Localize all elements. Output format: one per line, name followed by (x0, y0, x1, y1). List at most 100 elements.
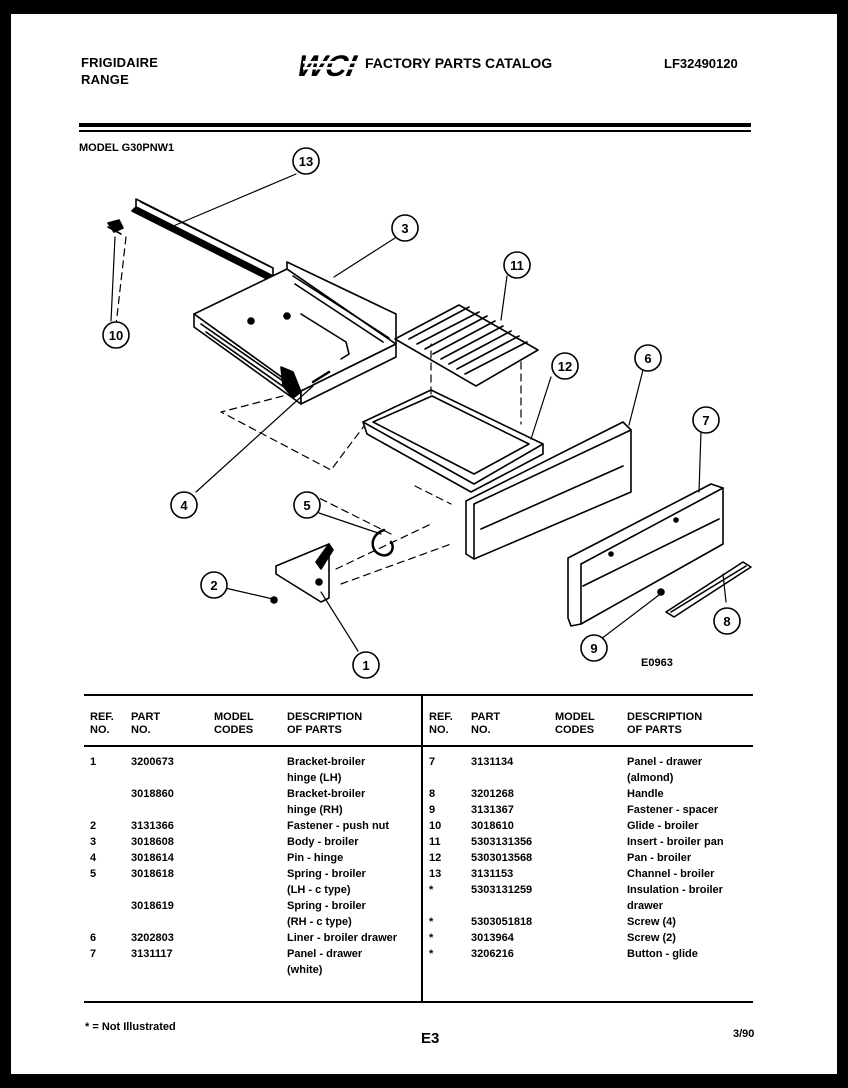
footnote: * = Not Illustrated (85, 1021, 176, 1033)
model-codes (555, 866, 627, 882)
model-codes (555, 802, 627, 818)
svg-text:4: 4 (180, 498, 188, 513)
part-no (131, 962, 214, 978)
description: Bracket-broiler (287, 788, 366, 800)
document-number: LF32490120 (664, 56, 738, 71)
ref-no: * (429, 932, 434, 944)
svg-text:11: 11 (510, 258, 524, 273)
ref-no: 9 (429, 804, 436, 816)
model-codes (214, 786, 287, 802)
description: (RH - c type) (287, 916, 352, 928)
part-no: 3018860 (131, 788, 174, 800)
diagram-code: E0963 (641, 657, 673, 669)
table-row: drawer (429, 898, 757, 914)
table-row: (white) (90, 962, 417, 978)
model-codes (555, 850, 627, 866)
callout-4: 4 (170, 491, 198, 519)
table-row: hinge (LH) (90, 770, 417, 786)
ref-no: 13 (429, 868, 442, 880)
table-row: (RH - c type) (90, 914, 417, 930)
table-row: 3018619 Spring - broiler (90, 898, 417, 914)
header-rule-thin (79, 130, 751, 132)
svg-text:9: 9 (590, 641, 597, 656)
ref-no (90, 882, 131, 898)
svg-text:12: 12 (558, 359, 572, 374)
part-no: 3018614 (131, 852, 174, 864)
model-codes (214, 834, 287, 850)
model-codes (555, 786, 627, 802)
model-codes (555, 834, 627, 850)
part-no: 3131117 (131, 948, 173, 960)
description: (white) (287, 964, 323, 976)
part-no: 3018610 (471, 820, 514, 832)
model-codes (555, 882, 627, 898)
part-fastener-spacer (657, 588, 665, 596)
part-no (471, 898, 555, 914)
model-codes (555, 754, 627, 770)
model-codes (214, 866, 287, 882)
callout-7: 7 (692, 406, 720, 434)
callout-1: 1 (352, 651, 380, 679)
svg-text:8: 8 (723, 614, 730, 629)
table-row: 4 3018614 Pin - hinge (90, 850, 417, 866)
ref-no: * (429, 916, 434, 928)
table-row: (almond) (429, 770, 757, 786)
model-codes (214, 962, 287, 978)
ref-no: 12 (429, 852, 442, 864)
ref-no: 4 (90, 852, 97, 864)
part-no (131, 802, 214, 818)
part-no: 3201268 (471, 788, 514, 800)
part-insert-broiler-pan (394, 304, 539, 387)
description: (almond) (627, 772, 674, 784)
model-codes (555, 930, 627, 946)
model-codes (555, 818, 627, 834)
part-no: 5303131259 (471, 884, 533, 896)
ref-no: * (429, 948, 434, 960)
description: Spring - broiler (287, 868, 366, 880)
table-row: hinge (RH) (90, 802, 417, 818)
leader-lines (110, 173, 727, 652)
description: Channel - broiler (627, 868, 715, 880)
callout-12: 12 (551, 352, 579, 380)
description: Button - glide (627, 948, 698, 960)
model-codes (214, 898, 287, 914)
assembly-lines (114, 236, 522, 585)
description: Spring - broiler (287, 900, 366, 912)
part-no (471, 770, 555, 786)
part-fastener-push-nut (270, 596, 278, 604)
ref-no (90, 802, 131, 818)
catalog-title: FACTORY PARTS CATALOG (365, 55, 553, 71)
model-codes (214, 850, 287, 866)
model-codes (555, 914, 627, 930)
ref-no (90, 770, 131, 786)
description: hinge (RH) (287, 804, 343, 816)
header-rule-thick (79, 123, 751, 127)
part-panel-drawer (567, 483, 724, 627)
ref-no (429, 770, 471, 786)
part-no: 3018619 (131, 900, 174, 912)
description: Fastener - spacer (627, 804, 719, 816)
model-codes (214, 754, 287, 770)
part-no: 3200673 (131, 756, 174, 768)
svg-text:3: 3 (401, 221, 408, 236)
model-codes (214, 818, 287, 834)
ref-no: 7 (90, 948, 97, 960)
table-bottom-rule (84, 1001, 753, 1003)
table-top-rule (84, 694, 753, 696)
description: Insert - broiler pan (627, 836, 724, 848)
description: Pin - hinge (287, 852, 344, 864)
ref-no (429, 898, 471, 914)
ref-no: 10 (429, 820, 442, 832)
part-no: 3018608 (131, 836, 174, 848)
